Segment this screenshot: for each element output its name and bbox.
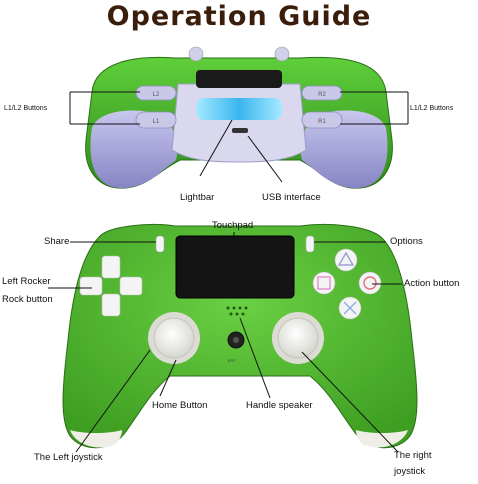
left-shoulder-buttons-label: L1/L2 Buttons bbox=[4, 105, 48, 112]
share-label: Share bbox=[44, 236, 70, 247]
left-joystick-label: The Left joystick bbox=[34, 452, 103, 463]
options-button bbox=[305, 235, 315, 253]
dpad bbox=[79, 255, 143, 317]
left-rocker-label: Left Rocker bbox=[2, 276, 51, 287]
r1-button bbox=[301, 111, 343, 129]
options-label: Options bbox=[390, 236, 423, 247]
svg-text:EXT: EXT bbox=[228, 358, 236, 363]
share-button bbox=[155, 235, 165, 253]
home-button-label: Home Button bbox=[152, 400, 208, 411]
front-callouts bbox=[48, 232, 402, 453]
touchpad-label: Touchpad bbox=[212, 220, 254, 231]
l2-button bbox=[135, 85, 177, 101]
l2-label: L2 bbox=[153, 92, 160, 98]
right-joystick-label-line1: The right bbox=[394, 450, 432, 461]
right-joystick bbox=[272, 312, 324, 364]
l1-label: L1 bbox=[153, 119, 160, 125]
r2-label: R2 bbox=[318, 92, 326, 98]
controller-front-view: EXT bbox=[62, 223, 418, 449]
page-title: Operation Guide bbox=[106, 1, 372, 32]
rock-button-label: Rock button bbox=[2, 294, 53, 305]
left-joystick bbox=[148, 312, 200, 364]
action-button-label: Action button bbox=[404, 278, 460, 289]
right-shoulder-buttons-label: L1/L2 Buttons bbox=[410, 105, 454, 112]
r1-label: R1 bbox=[318, 119, 326, 125]
controller-top-view: L2 L1 R2 R1 bbox=[85, 46, 393, 189]
lightbar-label: Lightbar bbox=[180, 192, 215, 203]
lightbar-glow bbox=[196, 98, 282, 120]
usb-interface-label: USB interface bbox=[262, 192, 321, 203]
action-buttons bbox=[312, 248, 382, 320]
touchpad bbox=[175, 235, 295, 299]
usb-port bbox=[232, 128, 248, 133]
l1-button bbox=[135, 111, 177, 129]
r2-button bbox=[301, 85, 343, 101]
right-joystick-label-line2: joystick bbox=[394, 466, 426, 477]
top-callouts bbox=[69, 91, 409, 183]
handle-speaker-label: Handle speaker bbox=[246, 400, 313, 411]
speaker-grille bbox=[226, 306, 248, 316]
